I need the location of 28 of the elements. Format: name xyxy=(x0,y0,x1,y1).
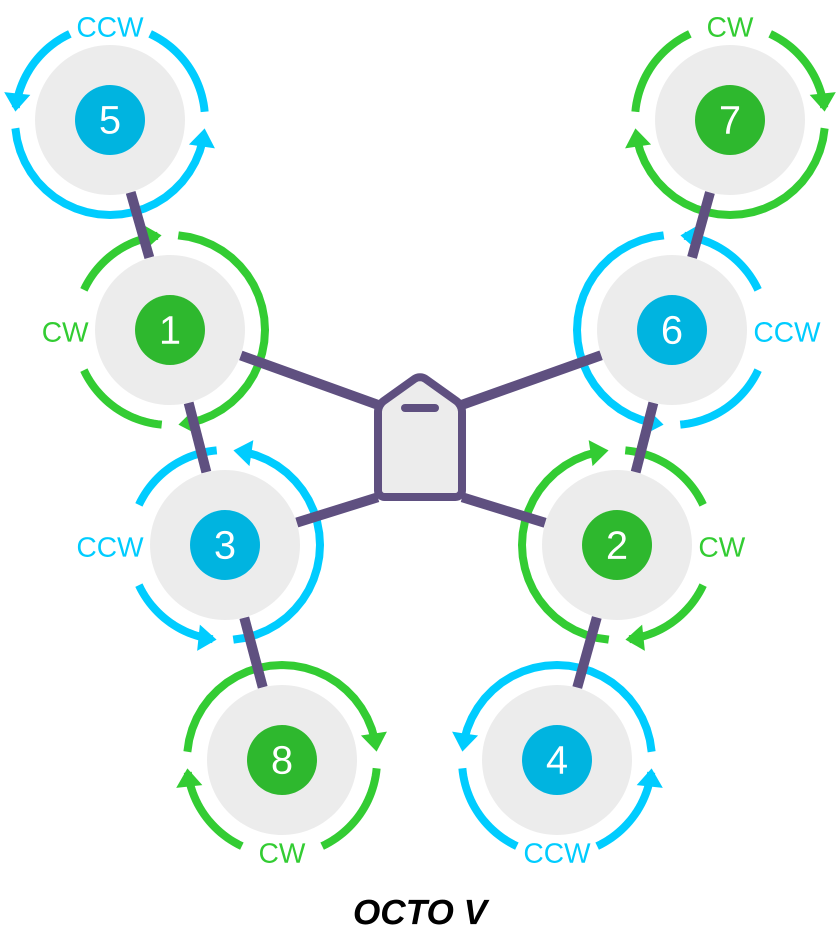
rotation-label: CCW xyxy=(78,537,144,557)
rotation-label: CW xyxy=(700,537,746,557)
frame-arm xyxy=(126,190,154,260)
title: OCTO V xyxy=(354,900,490,924)
frame-arm xyxy=(687,191,715,259)
rotation-label: CW xyxy=(708,17,754,37)
motor-disk: 1 xyxy=(95,255,245,405)
motor-disk: 4 xyxy=(482,685,632,835)
motor-disk: 6 xyxy=(597,255,747,405)
rotation-label: CCW xyxy=(754,322,820,342)
motor-disk: 5 xyxy=(35,45,185,195)
motor-disk: 2 xyxy=(542,470,692,620)
frame-arm xyxy=(460,350,603,410)
motor-disk: 8 xyxy=(207,685,357,835)
rotation-label: CCW xyxy=(78,17,144,37)
frame-arm xyxy=(460,492,547,528)
frame-arm xyxy=(184,402,212,474)
frame-arm xyxy=(295,492,380,528)
rotation-label: CW xyxy=(43,322,88,342)
motor-disk: 7 xyxy=(655,45,805,195)
frame-arm xyxy=(239,616,268,689)
frame-arm xyxy=(239,350,380,410)
frame-drawing xyxy=(374,373,466,501)
rotation-label: CCW xyxy=(524,843,590,863)
motor-disk: 3 xyxy=(150,470,300,620)
frame-arm xyxy=(572,616,602,689)
rotation-label: CW xyxy=(260,843,306,863)
frame-arm xyxy=(630,402,658,474)
